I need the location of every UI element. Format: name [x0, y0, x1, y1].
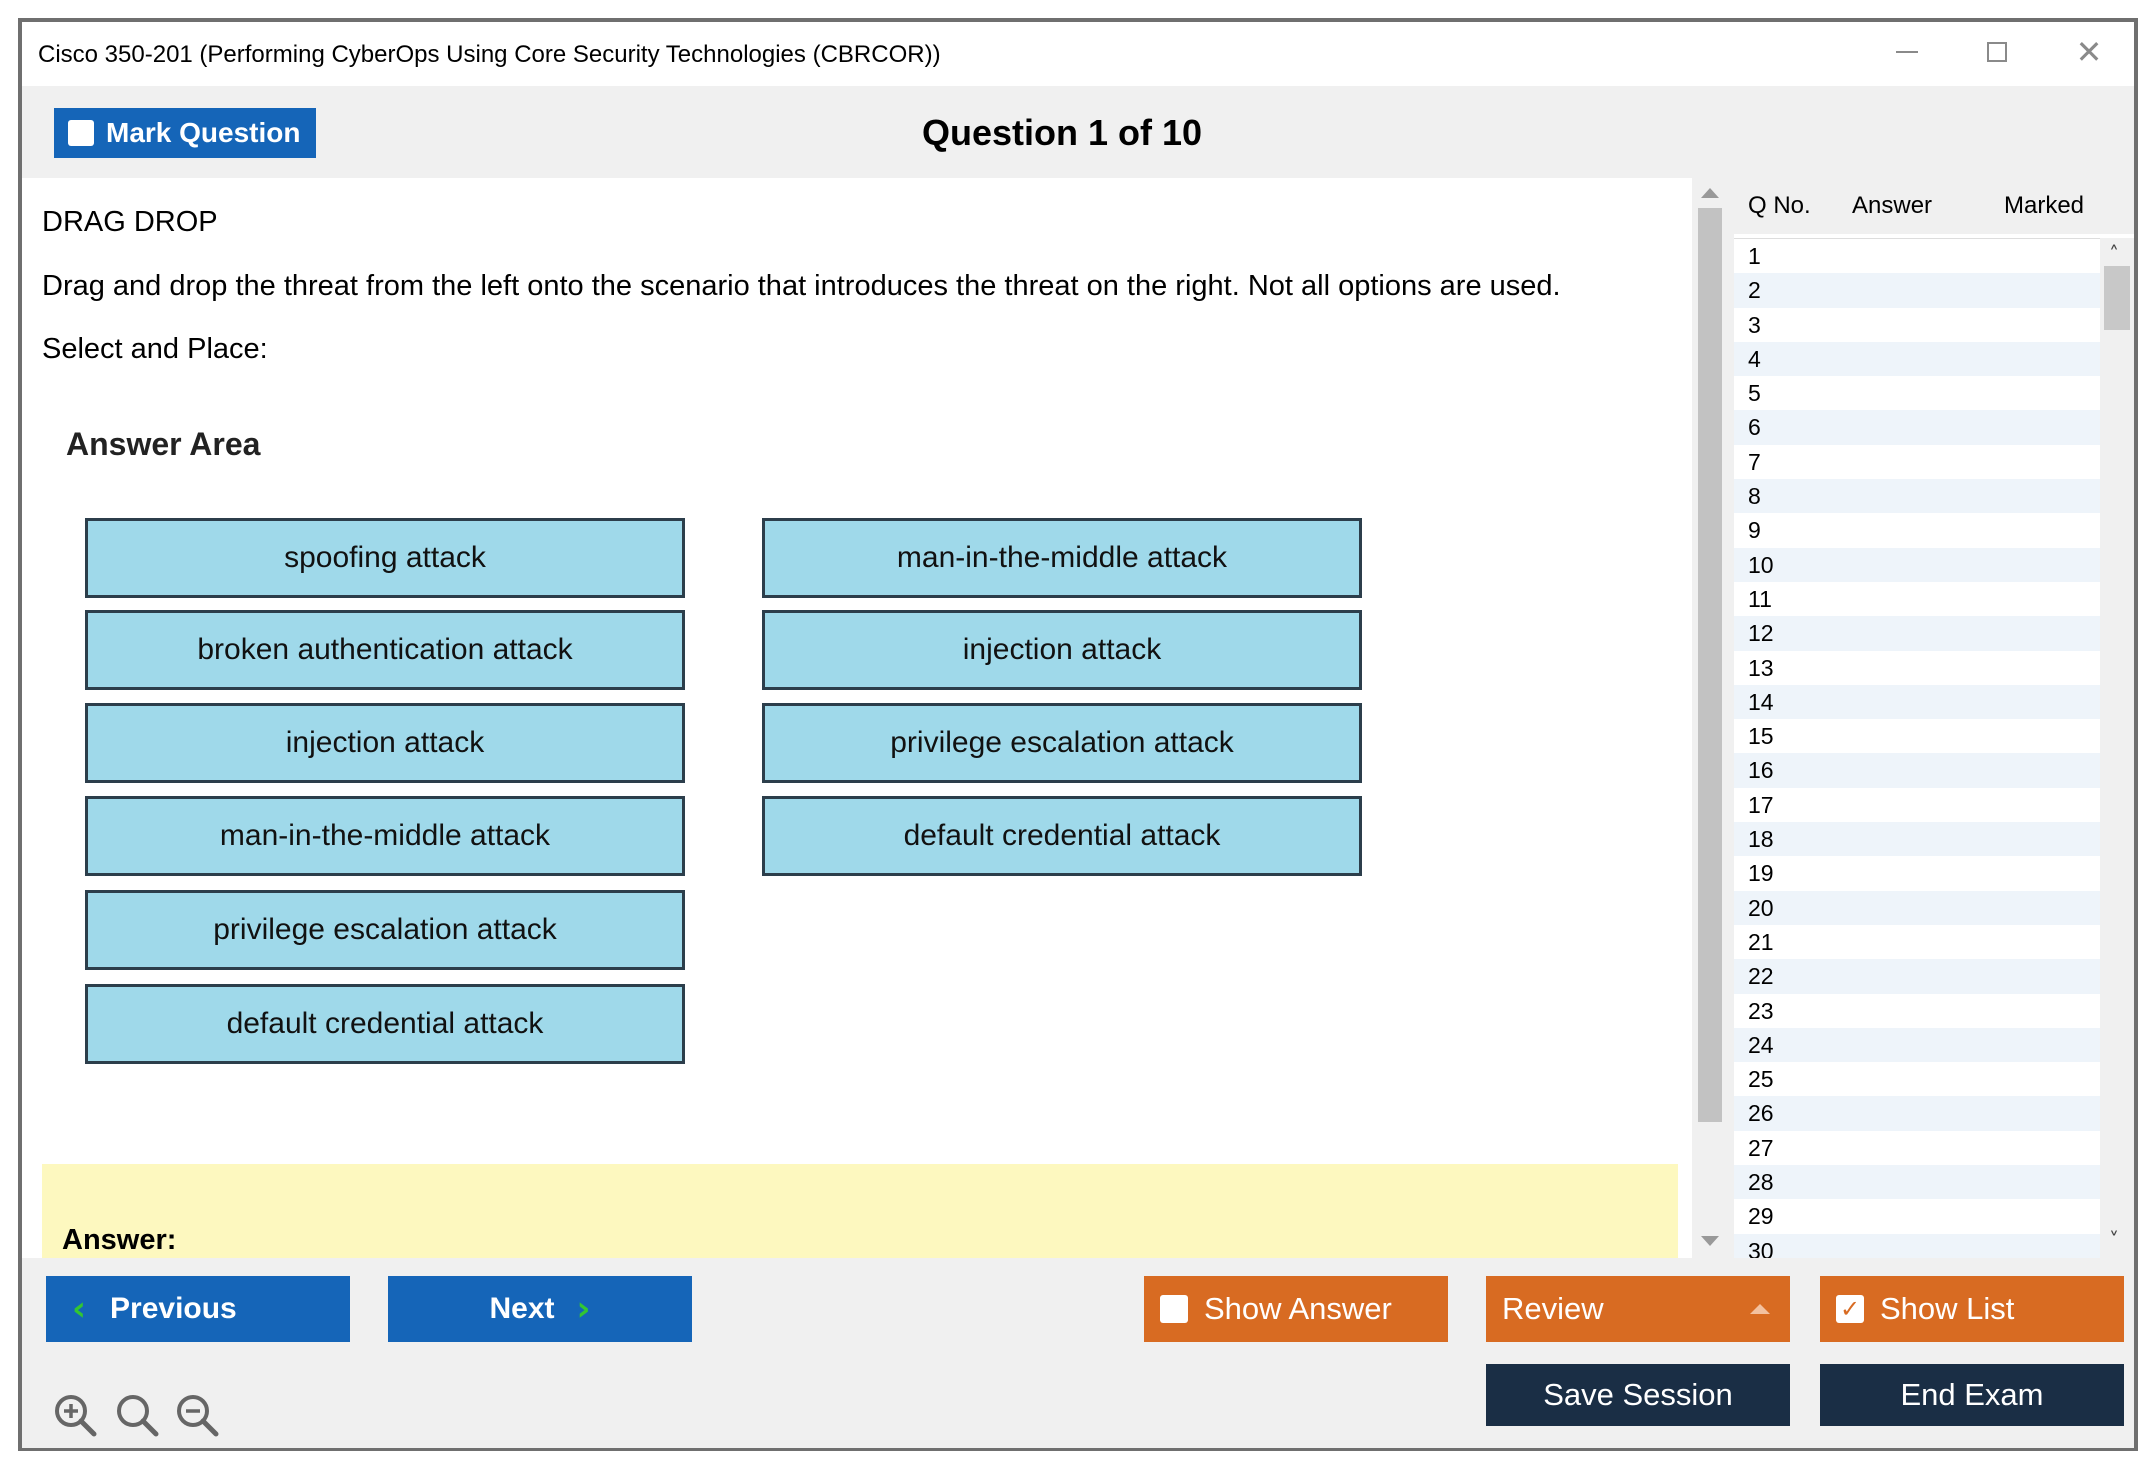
chevron-up-icon[interactable]: ˄: [2109, 242, 2119, 266]
chevron-down-icon[interactable]: ˅: [2109, 1228, 2119, 1252]
question-list-row[interactable]: 14: [1734, 684, 2100, 720]
save-session-button[interactable]: Save Session: [1486, 1364, 1790, 1426]
scroll-down-icon[interactable]: [1701, 1236, 1719, 1246]
question-list-row[interactable]: 5: [1748, 380, 1761, 407]
question-list-row[interactable]: 27: [1748, 1134, 1774, 1161]
drag-option[interactable]: privilege escalation attack: [85, 890, 685, 970]
content-scrollbar[interactable]: [1692, 178, 1728, 1258]
previous-label: Previous: [110, 1292, 237, 1325]
show-list-label: Show List: [1880, 1291, 2015, 1326]
drag-option[interactable]: broken authentication attack: [85, 610, 685, 690]
scroll-thumb[interactable]: [1698, 208, 1722, 1122]
show-answer-checkbox-icon: [1160, 1295, 1188, 1323]
next-button[interactable]: Next ›: [388, 1276, 692, 1342]
minimize-icon: [1896, 51, 1918, 53]
question-list-row[interactable]: 25: [1748, 1066, 1774, 1093]
zoom-reset-icon[interactable]: [114, 1392, 160, 1438]
bottom-toolbar: ‹ Previous Next › Show Answer Review ✓ S…: [22, 1258, 2134, 1448]
question-list-row[interactable]: 8: [1734, 479, 2100, 514]
checkmark-icon: ✓: [1836, 1295, 1864, 1323]
answer-label: Answer:: [62, 1224, 177, 1256]
chevron-right-icon: ›: [576, 1289, 591, 1329]
question-list-row[interactable]: 2: [1734, 273, 2100, 308]
question-list-row[interactable]: 30: [1734, 1233, 2100, 1258]
question-counter: Question 1 of 10: [922, 112, 1203, 153]
question-list-row[interactable]: 26: [1734, 1096, 2100, 1131]
question-type: DRAG DROP: [42, 206, 218, 238]
mark-question-label: Mark Question: [106, 117, 301, 148]
column-answer[interactable]: Answer: [1852, 192, 1933, 219]
question-list-row[interactable]: 18: [1734, 822, 2100, 857]
question-list-scrollbar[interactable]: ˄ ˅: [2100, 238, 2134, 1258]
mark-question-button[interactable]: Mark Question: [54, 108, 316, 158]
question-list-row[interactable]: 22: [1734, 959, 2100, 994]
zoom-out-icon[interactable]: [174, 1392, 220, 1438]
title-bar: Cisco 350-201 (Performing CyberOps Using…: [22, 22, 2134, 86]
column-marked[interactable]: Marked: [2004, 192, 2085, 219]
maximize-icon: [1987, 42, 2007, 62]
question-text: Drag and drop the threat from the left o…: [42, 270, 1561, 302]
question-list-row[interactable]: 6: [1734, 410, 2100, 445]
close-button[interactable]: ✕: [2054, 30, 2124, 74]
drag-option[interactable]: man-in-the-middle attack: [85, 796, 685, 876]
show-answer-label: Show Answer: [1204, 1291, 1392, 1326]
question-content: DRAG DROP Drag and drop the threat from …: [22, 178, 1692, 1258]
question-list-row[interactable]: 29: [1748, 1203, 1774, 1230]
question-list-row[interactable]: 13: [1748, 654, 1774, 681]
question-list-row[interactable]: 15: [1748, 723, 1774, 750]
drop-target[interactable]: privilege escalation attack: [762, 703, 1362, 783]
answer-panel: Answer:: [42, 1164, 1678, 1258]
drag-option[interactable]: spoofing attack: [85, 518, 685, 598]
answer-area: Answer Area spoofing attack broken authe…: [42, 398, 1392, 1098]
question-list-row[interactable]: 9: [1748, 517, 1761, 544]
show-list-button[interactable]: ✓ Show List: [1820, 1276, 2124, 1342]
question-list-row[interactable]: 4: [1734, 341, 2100, 377]
question-list-row[interactable]: 23: [1748, 997, 1774, 1024]
question-list-row[interactable]: 3: [1748, 311, 1761, 338]
minimize-button[interactable]: [1872, 30, 1942, 74]
chevron-left-icon: ‹: [72, 1289, 87, 1329]
question-list-row[interactable]: 21: [1748, 928, 1774, 955]
answer-area-title: Answer Area: [66, 426, 261, 462]
select-and-place-label: Select and Place:: [42, 333, 268, 365]
drop-target[interactable]: default credential attack: [762, 796, 1362, 876]
question-list-row[interactable]: 16: [1734, 753, 2100, 788]
review-button[interactable]: Review: [1486, 1276, 1790, 1342]
question-list-row[interactable]: 12: [1734, 616, 2100, 651]
close-icon: ✕: [2075, 33, 2103, 71]
drop-target[interactable]: man-in-the-middle attack: [762, 518, 1362, 598]
question-list-row[interactable]: 7: [1748, 448, 1761, 475]
app-window: Cisco 350-201 (Performing CyberOps Using…: [18, 18, 2138, 1451]
list-scroll-thumb[interactable]: [2104, 266, 2130, 330]
drag-option[interactable]: injection attack: [85, 703, 685, 783]
zoom-in-icon[interactable]: [52, 1392, 98, 1438]
question-list-row[interactable]: 28: [1734, 1165, 2100, 1200]
show-answer-button[interactable]: Show Answer: [1144, 1276, 1448, 1342]
column-qno[interactable]: Q No.: [1748, 192, 1811, 219]
question-list-row[interactable]: 20: [1734, 890, 2100, 925]
question-list-row[interactable]: 19: [1748, 860, 1774, 887]
maximize-button[interactable]: [1962, 30, 2032, 74]
question-list-row[interactable]: 24: [1734, 1027, 2100, 1063]
window-title: Cisco 350-201 (Performing CyberOps Using…: [38, 41, 941, 68]
question-list-row[interactable]: 17: [1748, 791, 1774, 818]
next-label: Next: [489, 1292, 555, 1325]
scroll-up-icon[interactable]: [1701, 188, 1719, 198]
question-list-row[interactable]: 11: [1748, 585, 1772, 612]
question-list-header: Q No. Answer Marked: [1734, 178, 2134, 234]
drop-target[interactable]: injection attack: [762, 610, 1362, 690]
question-list-row[interactable]: 10: [1734, 547, 2100, 582]
previous-button[interactable]: ‹ Previous: [46, 1276, 350, 1342]
question-list-row[interactable]: 1: [1748, 243, 1761, 269]
question-header: Mark Question Question 1 of 10: [22, 86, 2134, 178]
review-label: Review: [1502, 1291, 1604, 1326]
drag-option[interactable]: default credential attack: [85, 984, 685, 1064]
end-exam-button[interactable]: End Exam: [1820, 1364, 2124, 1426]
caret-up-icon: [1750, 1304, 1770, 1314]
mark-checkbox-icon: [68, 120, 94, 146]
